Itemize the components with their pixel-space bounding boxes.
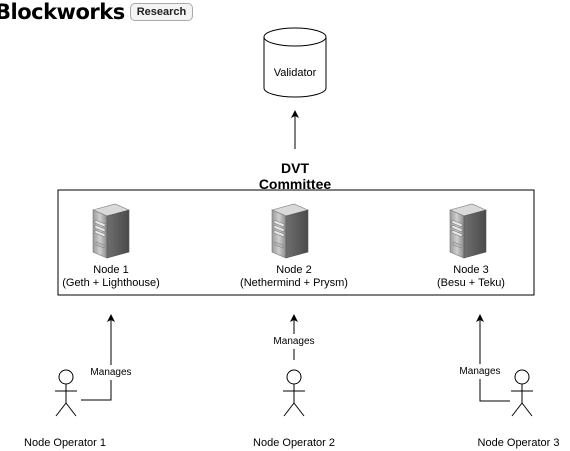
arrow-operator-3-to-node-3 xyxy=(476,314,510,402)
committee-box xyxy=(57,189,535,296)
committee-title-line2: Committee xyxy=(258,176,332,192)
edge-label-manages-3: Manages xyxy=(455,364,505,379)
operator-2-label: Node Operator 2 xyxy=(253,437,335,449)
person-icon xyxy=(54,369,78,417)
arrow-operator-1-to-node-1 xyxy=(81,314,115,401)
person-icon xyxy=(282,369,306,417)
server-icon xyxy=(449,203,487,259)
operator-1-label: Node Operator 1 xyxy=(24,437,106,449)
server-icon xyxy=(271,203,309,259)
node-1-name: Node 1 xyxy=(93,264,129,276)
node-2-clients: (Nethermind + Prysm) xyxy=(240,277,348,289)
brand-logo: Blockworks xyxy=(0,0,125,24)
brand-badge: Research xyxy=(129,3,194,21)
brand-header: Blockworks Research xyxy=(0,0,194,24)
database-icon xyxy=(263,27,327,98)
node-3-name: Node 3 xyxy=(453,264,489,276)
node-2-name: Node 2 xyxy=(276,264,312,276)
node-1-clients: (Geth + Lighthouse) xyxy=(62,277,160,289)
edge-label-manages-2: Manages xyxy=(269,334,319,349)
operator-3-label: Node Operator 3 xyxy=(477,437,560,449)
validator-label: Validator xyxy=(273,67,317,79)
server-icon xyxy=(92,203,130,259)
person-icon xyxy=(510,369,534,417)
edge-label-manages-1: Manages xyxy=(86,365,136,380)
node-3-clients: (Besu + Teku) xyxy=(437,277,505,289)
committee-title-line1: DVT xyxy=(281,160,309,176)
